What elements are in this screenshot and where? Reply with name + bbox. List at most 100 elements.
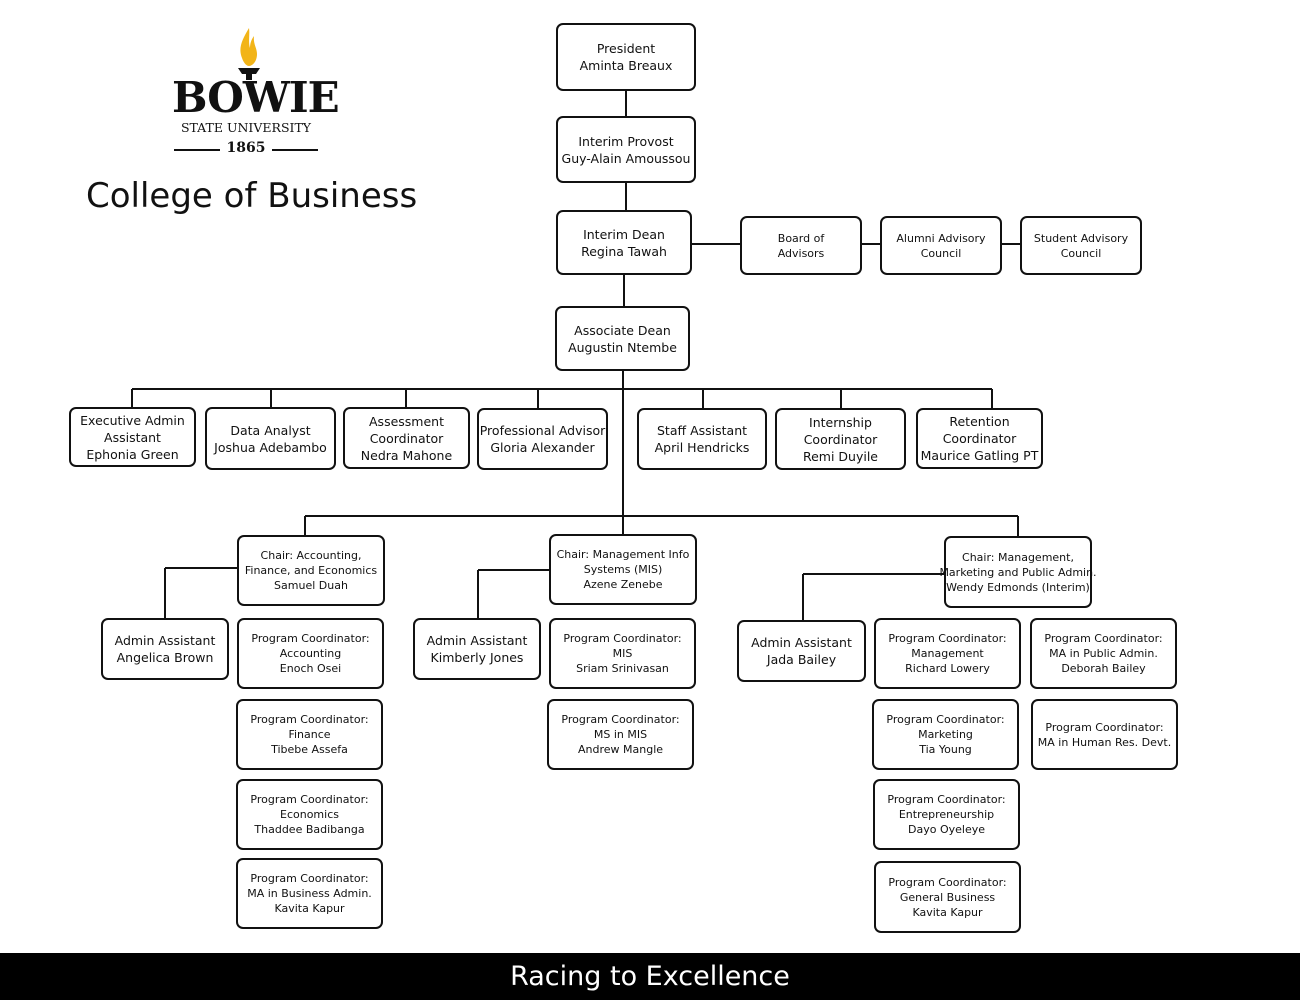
node-text-line: Maurice Gatling PT [920, 448, 1039, 463]
node-text-line: Wendy Edmonds (Interim) [946, 580, 1090, 594]
node-text-line: Chair: Accounting, [260, 549, 362, 562]
node-text-line: Kimberly Jones [430, 650, 524, 665]
node-text-line: Remi Duyile [802, 448, 879, 464]
node-text-line: Alumni Advisory [896, 231, 986, 245]
node-text-line: Program Coordinator: [250, 872, 369, 885]
node-text-line: Dayo Oyeleye [908, 823, 985, 836]
node-text-line: Augustin Ntembe [568, 339, 677, 355]
node-text-line: Andrew Mangle [577, 743, 664, 756]
node-text-line: Sriam Srinivasan [576, 662, 669, 675]
logo-rule-right [272, 149, 318, 151]
node-text-line: Program Coordinator: [886, 713, 1005, 726]
node-text-line: Marketing [918, 728, 973, 741]
node-text-line: Program Coordinator: [887, 793, 1006, 806]
node-text-line: Program Coordinator: [888, 875, 1007, 889]
node-text-line: Chair: Management Info [556, 548, 690, 561]
node-text-line: General Business [899, 890, 996, 904]
node-text-line: President [596, 41, 656, 56]
node-text-line: Executive Admin [80, 412, 185, 428]
node-pc-mba: Program Coordinator:MA in Business Admin… [236, 858, 383, 929]
node-text-line: Admin Assistant [114, 633, 216, 648]
logo-subtitle: STATE UNIVERSITY [180, 120, 312, 135]
node-text-line: Economics [280, 808, 339, 821]
node-chair-mmpa: Chair: Management,Marketing and Public A… [939, 536, 1097, 608]
page-title: College of Business [86, 176, 418, 216]
node-text-line: Professional Advisor [479, 423, 606, 438]
node-text-line: Accounting [279, 647, 342, 660]
node-text-line: Program Coordinator: [561, 713, 680, 726]
node-text-line: Jada Bailey [766, 652, 837, 667]
node-text-line: Program Coordinator: [888, 632, 1007, 645]
node-text-line: Azene Zenebe [583, 578, 663, 591]
footer-text: Racing to Excellence [510, 961, 790, 992]
logo-year: 1865 [226, 140, 266, 156]
logo-wordmark: BOWIE [172, 73, 340, 122]
node-text-line: Admin Assistant [426, 633, 528, 648]
node-text-line: Admin Assistant [751, 635, 852, 650]
node-text-line: Retention [949, 414, 1010, 429]
node-text-line: Coordinator [942, 431, 1017, 446]
node-text-line: Joshua Adebambo [214, 439, 327, 455]
logo-rule-left [174, 149, 220, 151]
node-pc-mpa: Program Coordinator:MA in Public Admin.D… [1030, 618, 1177, 689]
node-text-line: Interim Dean [583, 226, 665, 242]
node-text-line: Tia Young [919, 743, 972, 756]
node-text-line: Associate Dean [574, 322, 671, 338]
node-text-line: Gloria Alexander [490, 440, 595, 455]
node-text-line: MIS [612, 647, 633, 660]
node-pc-mis: Program Coordinator: MIS Sriam Srinivasan [549, 618, 696, 689]
node-text-line: Data Analyst [230, 422, 311, 438]
node-text-line: MS in MIS [593, 728, 648, 741]
node-text-line: Staff Assistant [656, 423, 748, 438]
node-text-line: Finance [288, 728, 331, 741]
node-text-line: Program Coordinator: [250, 793, 369, 806]
node-text-line: Kavita Kapur [274, 902, 345, 915]
node-text-line: Marketing and Public Admin. [939, 565, 1097, 579]
node-text-line: Thaddee Badibanga [254, 823, 365, 836]
node-text-line: Nedra Mahone [360, 447, 453, 463]
node-text-line: Council [1060, 246, 1102, 260]
flame-torch-icon [238, 28, 260, 80]
node-text-line: Samuel Duah [274, 579, 348, 592]
node-text-line: Systems (MIS) [583, 563, 663, 576]
node-text-line: Program Coordinator: [563, 632, 682, 645]
node-text-line: Assistant [104, 429, 161, 445]
node-text-line: Angelica Brown [116, 650, 214, 665]
node-text-line: Aminta Breaux [579, 58, 673, 73]
node-text-line: MA in Human Res. Devt. [1037, 735, 1172, 749]
node-text-line: Deborah Bailey [1061, 662, 1146, 675]
node-text-line: Interim Provost [578, 133, 674, 149]
node-text-line: Assessment [369, 413, 444, 429]
node-text-line: Program Coordinator: [1044, 632, 1163, 645]
node-text-line: April Hendricks [654, 440, 750, 455]
node-text-line: Finance, and Economics [244, 564, 378, 577]
node-text-line: Advisors [777, 246, 825, 260]
footer-banner: Racing to Excellence [0, 953, 1300, 1000]
node-text-line: Internship [809, 414, 872, 430]
node-text-line: Enoch Osei [279, 662, 342, 675]
node-text-line: Tibebe Assefa [271, 743, 348, 756]
node-text-line: Guy-Alain Amoussou [561, 150, 691, 166]
node-text-line: Entrepreneurship [898, 808, 995, 821]
